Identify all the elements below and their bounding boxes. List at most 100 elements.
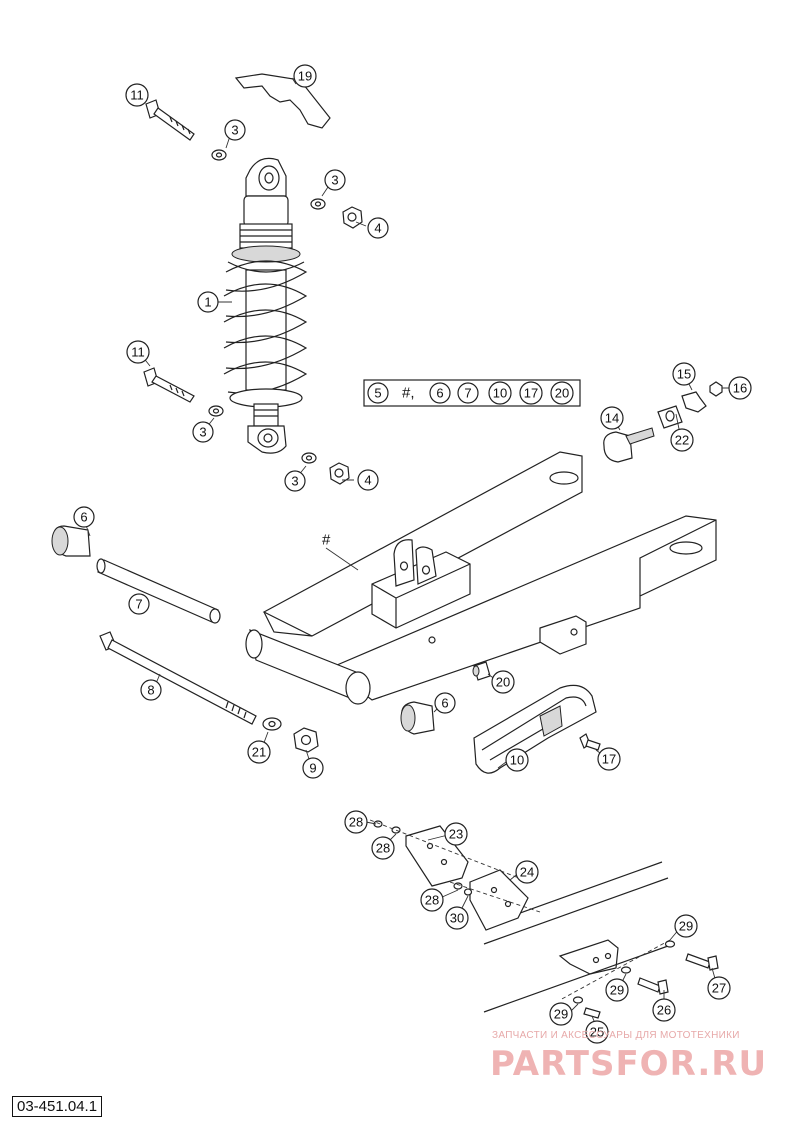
watermark-brand: PARTSFOR.RU xyxy=(490,1044,768,1084)
callout-number: 6 xyxy=(441,696,448,711)
part-3-washer-d xyxy=(301,452,317,464)
part-1-shock-absorber xyxy=(223,157,308,454)
part-30-washer xyxy=(463,888,473,896)
callout-number: 11 xyxy=(131,345,145,360)
callout-16: 16 xyxy=(728,376,752,400)
part-3-washer-b xyxy=(310,198,326,210)
callout-number: 28 xyxy=(376,841,390,856)
callout-number: 26 xyxy=(657,1003,671,1018)
callout-1: 1 xyxy=(197,291,219,313)
part-22-spacer xyxy=(657,405,683,429)
callout-29: 29 xyxy=(549,1002,573,1026)
part-8-axle-bolt xyxy=(99,631,257,725)
part-17-screw xyxy=(579,733,601,751)
callout-number: 3 xyxy=(231,123,238,138)
callout-number: 19 xyxy=(298,69,312,84)
kit-item-7: 7 xyxy=(464,386,471,401)
callout-29: 29 xyxy=(605,978,629,1002)
callout-number: 14 xyxy=(605,411,619,426)
part-4-nut-b xyxy=(329,462,350,485)
part-14-bumper xyxy=(603,427,655,463)
swingarm-frame xyxy=(245,451,717,705)
callout-26: 26 xyxy=(652,998,676,1022)
callout-19: 19 xyxy=(293,64,317,88)
part-28-washer-b xyxy=(391,826,401,834)
callout-14: 14 xyxy=(600,406,624,430)
callout-11: 11 xyxy=(126,340,150,364)
callout-8: 8 xyxy=(140,679,162,701)
callout-4: 4 xyxy=(357,469,379,491)
part-29-washer-b xyxy=(620,966,632,974)
kit-hash: #, xyxy=(402,385,415,402)
part-29-washer-a xyxy=(664,940,676,948)
kit-item-17: 17 xyxy=(524,386,538,401)
callout-number: 28 xyxy=(349,815,363,830)
callout-22: 22 xyxy=(670,428,694,452)
callout-number: 8 xyxy=(147,683,154,698)
callout-number: 16 xyxy=(733,381,747,396)
part-3-washer-a xyxy=(211,149,227,161)
kit-item-6: 6 xyxy=(436,386,443,401)
callout-4: 4 xyxy=(367,217,389,239)
part-29-washer-c xyxy=(572,996,584,1004)
callout-23: 23 xyxy=(444,822,468,846)
callout-number: 21 xyxy=(252,745,266,760)
callout-number: 20 xyxy=(496,675,510,690)
callout-number: 22 xyxy=(675,433,689,448)
callout-6: 6 xyxy=(73,506,95,528)
part-6-bushing-b xyxy=(400,701,435,735)
part-9-nut xyxy=(293,727,319,753)
callout-3: 3 xyxy=(284,470,306,492)
part-11-upper-bolt xyxy=(145,99,195,141)
callout-number: 10 xyxy=(510,753,524,768)
callout-number: 17 xyxy=(602,752,616,767)
callout-28: 28 xyxy=(344,810,368,834)
callout-number: 7 xyxy=(135,597,142,612)
callout-number: 23 xyxy=(449,827,463,842)
callout-number: 11 xyxy=(130,88,144,103)
callout-17: 17 xyxy=(597,747,621,771)
part-28-washer-c xyxy=(453,882,463,890)
part-16-nut xyxy=(709,381,723,397)
part-7-tube xyxy=(96,558,221,624)
callout-number: 4 xyxy=(374,221,381,236)
callout-number: 3 xyxy=(291,474,298,489)
callout-6: 6 xyxy=(434,692,456,714)
callout-number: 29 xyxy=(679,919,693,934)
callout-9: 9 xyxy=(302,757,324,779)
callout-10: 10 xyxy=(505,748,529,772)
callout-number: 4 xyxy=(364,473,371,488)
part-6-bushing-a xyxy=(51,525,91,557)
callout-number: 30 xyxy=(450,911,464,926)
callout-number: 24 xyxy=(520,865,534,880)
callout-15: 15 xyxy=(672,362,696,386)
callout-24: 24 xyxy=(515,860,539,884)
part-15-clip xyxy=(681,391,707,413)
callout-27: 27 xyxy=(707,976,731,1000)
kit-item-10: 10 xyxy=(493,386,507,401)
callout-30: 30 xyxy=(445,906,469,930)
part-24-plate xyxy=(469,869,529,931)
part-19-bracket xyxy=(234,73,331,129)
callout-7: 7 xyxy=(128,593,150,615)
part-25-bolt xyxy=(583,1007,601,1019)
part-27-bolt xyxy=(685,953,719,971)
callout-number: 25 xyxy=(590,1025,604,1040)
part-26-bolt xyxy=(637,977,669,995)
callout-number: 9 xyxy=(309,761,316,776)
callout-number: 3 xyxy=(199,425,206,440)
callout-28: 28 xyxy=(420,888,444,912)
kit-label-box: 5 #, 6 7 10 17 20 xyxy=(363,379,581,407)
callout-number: 29 xyxy=(554,1007,568,1022)
watermark-tagline: ЗАПЧАСТИ И АКСЕССУАРЫ ДЛЯ МОТОТЕХНИКИ xyxy=(492,1030,740,1041)
callout-number: 15 xyxy=(677,367,691,382)
callout-number: 28 xyxy=(425,893,439,908)
callout-number: 1 xyxy=(204,295,211,310)
callout-28: 28 xyxy=(371,836,395,860)
part-23-bracket xyxy=(405,825,469,887)
diagram-code: 03-451.04.1 xyxy=(12,1096,103,1117)
callout-3: 3 xyxy=(192,421,214,443)
callout-number: 27 xyxy=(712,981,726,996)
hash-marker: # xyxy=(322,532,331,549)
